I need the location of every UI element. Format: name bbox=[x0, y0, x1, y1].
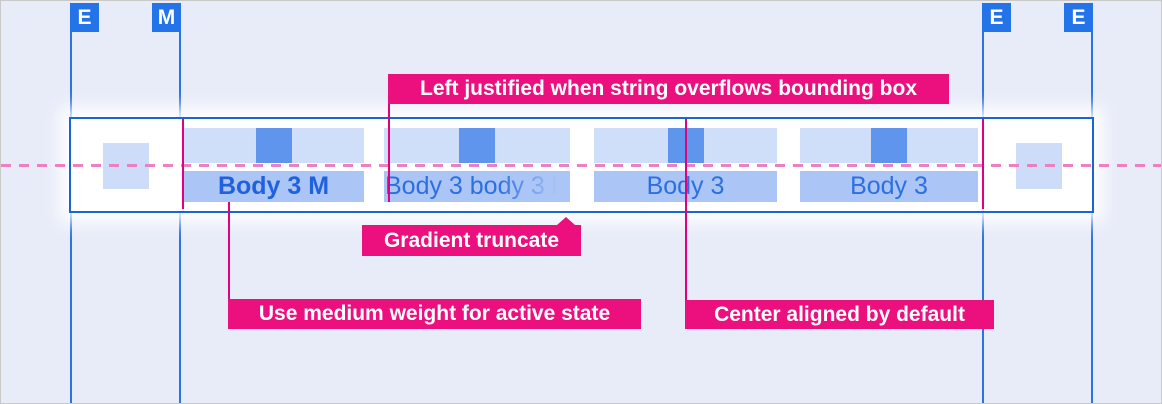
spacing-marker-e-right-inner: E bbox=[982, 3, 1011, 32]
guide-line-margin-left bbox=[179, 32, 181, 403]
annotation-gradient-truncate: Gradient truncate bbox=[362, 217, 581, 256]
tab-label: Body 3 body 3 b bbox=[384, 171, 570, 202]
tab-icon bbox=[255, 128, 292, 163]
gradient-truncate-overlay bbox=[498, 171, 570, 202]
tab-label: Body 3 bbox=[800, 171, 978, 202]
annotation-line-tabs-start bbox=[182, 119, 184, 209]
guide-line-edge-right-inner bbox=[982, 32, 984, 403]
spacing-marker-m-left: M bbox=[152, 3, 181, 32]
caret-up-icon bbox=[557, 217, 575, 225]
annotation-medium-weight: Use medium weight for active state bbox=[228, 299, 641, 329]
annotation-left-justified: Left justified when string overflows bou… bbox=[388, 74, 949, 104]
tab-icon-row bbox=[800, 128, 978, 163]
annotation-line-tabs-end bbox=[982, 119, 984, 209]
guide-line-edge-right-outer bbox=[1091, 32, 1093, 403]
tab-icon bbox=[871, 128, 907, 163]
tab-icon-row bbox=[183, 128, 364, 163]
tab-icon-row bbox=[384, 128, 570, 163]
tab-label: Body 3 M bbox=[183, 171, 364, 202]
spacing-marker-e-left: E bbox=[70, 3, 99, 32]
annotation-line-left-justified bbox=[388, 104, 390, 202]
center-baseline-dashed-line bbox=[1, 164, 1161, 167]
spacing-marker-e-right-outer: E bbox=[1064, 3, 1093, 32]
annotation-line-center-aligned bbox=[685, 119, 687, 301]
tab-icon bbox=[459, 128, 495, 163]
guide-line-edge-left bbox=[70, 32, 72, 403]
annotation-center-aligned: Center aligned by default bbox=[685, 300, 994, 329]
annotation-line-medium-weight bbox=[228, 202, 230, 299]
annotation-gradient-truncate-text: Gradient truncate bbox=[383, 228, 560, 252]
